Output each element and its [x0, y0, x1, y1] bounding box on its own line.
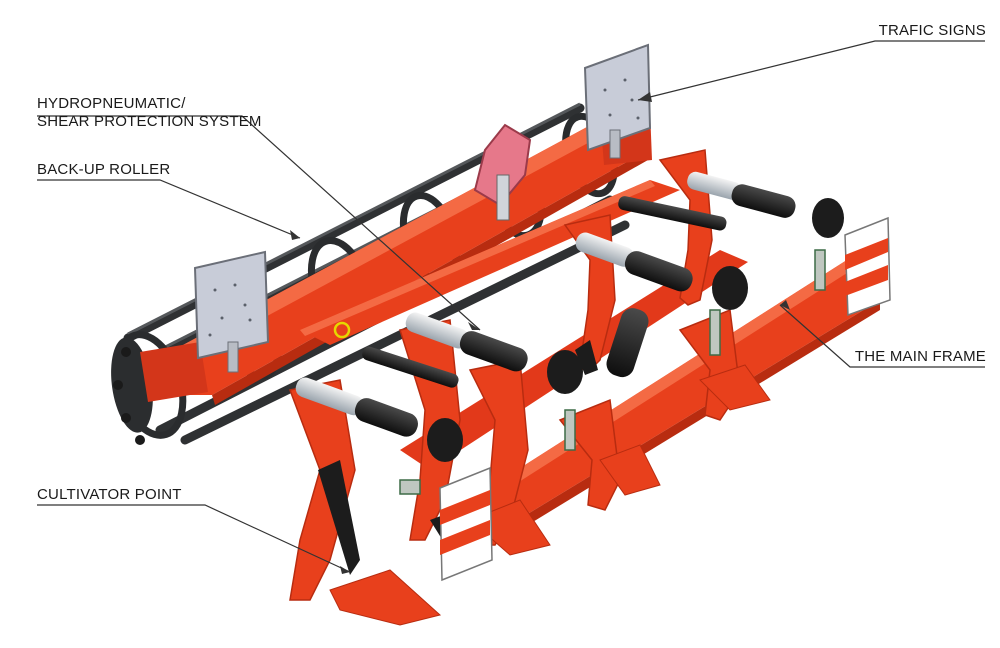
- rear-warning-signs: [439, 216, 891, 582]
- highlight-ring: [333, 321, 351, 339]
- label-hydro-line1: HYDROPNEUMATIC/: [37, 95, 186, 112]
- label-trafic-signs: TRAFIC SIGNS: [878, 22, 986, 39]
- pink-plate: [473, 123, 532, 221]
- label-hydro-line2: SHEAR PROTECTION SYSTEM: [37, 113, 262, 130]
- mounting-brackets: [399, 249, 826, 495]
- traffic-sign-left: [193, 250, 270, 373]
- label-cultivator-point: CULTIVATOR POINT: [37, 486, 182, 503]
- leader-lines: [37, 40, 985, 573]
- hydropneumatic-cylinders: [295, 171, 844, 462]
- cultivator-points: [318, 340, 771, 626]
- leader-arrowheads: [290, 92, 790, 574]
- label-main-frame: THE MAIN FRAME: [854, 348, 986, 365]
- label-back-up-roller: BACK-UP ROLLER: [37, 161, 171, 178]
- traffic-sign-right: [583, 43, 652, 159]
- label-hydropneumatic-system: HYDROPNEUMATIC/ SHEAR PROTECTION SYSTEM: [37, 95, 262, 131]
